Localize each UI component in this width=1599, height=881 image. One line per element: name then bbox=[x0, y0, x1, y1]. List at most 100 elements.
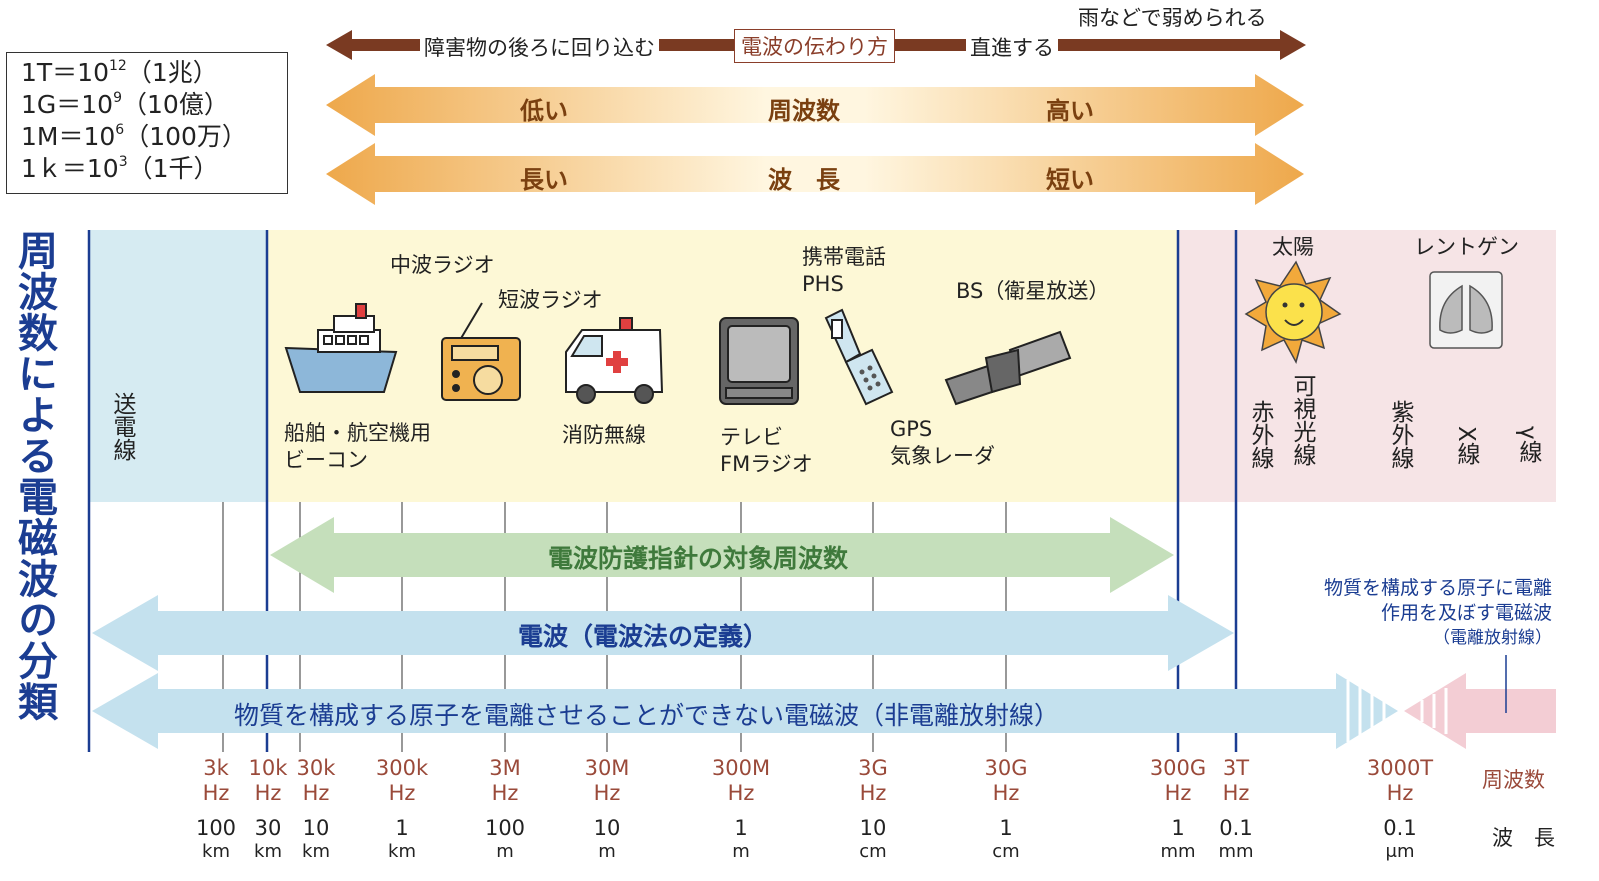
tick-frequency-unit: Hz bbox=[727, 781, 755, 805]
fire-radio-label: 消防無線 bbox=[562, 423, 646, 447]
radio-law-arrow bbox=[92, 595, 1234, 671]
tick-frequency-unit: Hz bbox=[202, 781, 230, 805]
tick-wavelength-unit: m bbox=[598, 841, 616, 862]
wavelength-arrow bbox=[326, 143, 1304, 205]
side-title: 周波数による電磁波の分類 bbox=[11, 230, 57, 722]
tick-frequency-value: 30G bbox=[984, 756, 1028, 780]
transition-stripes bbox=[1346, 680, 1386, 742]
wavelength-short-label: 短い bbox=[1046, 166, 1094, 194]
tick-wavelength-value: 0.1 bbox=[1383, 816, 1417, 840]
tick-frequency-unit: Hz bbox=[491, 781, 519, 805]
xray-label: X線 bbox=[1453, 426, 1479, 465]
xray-photo-label: レントゲン bbox=[1414, 235, 1519, 259]
tick-wavelength-unit: km bbox=[302, 841, 330, 862]
sw-radio-label: 短波ラジオ bbox=[498, 288, 603, 312]
tick-wavelength-unit: μm bbox=[1385, 841, 1415, 862]
tick-wavelength-value: 1 bbox=[999, 816, 1013, 840]
tick-wavelength-unit: km bbox=[254, 841, 282, 862]
tick-frequency-value: 300G bbox=[1149, 756, 1207, 780]
bs-label: BS（衛星放送） bbox=[956, 279, 1110, 303]
tick-wavelength-value: 100 bbox=[195, 816, 237, 840]
visible-light-label: 可視光線 bbox=[1289, 374, 1315, 466]
ship-icon bbox=[284, 303, 398, 393]
ambulance-icon bbox=[565, 317, 664, 404]
tick-frequency-unit: Hz bbox=[254, 781, 282, 805]
mobile-line2: PHS bbox=[802, 272, 844, 296]
tick-wavelength-value: 1 bbox=[734, 816, 748, 840]
tick-wavelength-unit: m bbox=[732, 841, 750, 862]
tick-frequency-value: 3000T bbox=[1366, 756, 1434, 780]
guideline-arrow-label: 電波防護指針の対象周波数 bbox=[548, 544, 849, 573]
tick-frequency-unit: Hz bbox=[593, 781, 621, 805]
mw-radio-label: 中波ラジオ bbox=[390, 253, 495, 277]
tick-wavelength-value: 1 bbox=[1171, 816, 1185, 840]
tick-wavelength-unit: mm bbox=[1160, 841, 1196, 862]
frequency-low-label: 低い bbox=[520, 97, 568, 125]
tick-frequency-unit: Hz bbox=[1386, 781, 1414, 805]
frequency-high-label: 高い bbox=[1046, 97, 1094, 125]
infrared-label: 赤外線 bbox=[1247, 400, 1273, 469]
unit-row-kilo: 1ｋ＝103（1千） bbox=[21, 154, 219, 183]
tick-wavelength-value: 100 bbox=[484, 816, 526, 840]
tick-frequency-value: 300M bbox=[711, 756, 771, 780]
tick-wavelength-unit: mm bbox=[1218, 841, 1254, 862]
radio-icon bbox=[441, 302, 521, 401]
tv-line: テレビ bbox=[720, 425, 783, 449]
tick-wavelength-unit: m bbox=[496, 841, 514, 862]
axis-frequency-label: 周波数 bbox=[1482, 768, 1545, 792]
ionizing-note-line3: （電離放射線） bbox=[1433, 628, 1552, 648]
power-line-label: 送電線 bbox=[109, 392, 135, 461]
tick-frequency-unit: Hz bbox=[1222, 781, 1250, 805]
gamma-label: γ線 bbox=[1515, 426, 1541, 463]
wavelength-long-label: 長い bbox=[520, 166, 568, 194]
tick-frequency-value: 10k bbox=[248, 756, 288, 780]
tick-wavelength-unit: km bbox=[388, 841, 416, 862]
tick-wavelength-value: 10 bbox=[593, 816, 621, 840]
tick-frequency-unit: Hz bbox=[859, 781, 887, 805]
frequency-arrow bbox=[326, 74, 1304, 136]
mobile-label: 携帯電話 PHS bbox=[802, 244, 886, 298]
fm-line: FMラジオ bbox=[720, 452, 813, 476]
tick-frequency-value: 300k bbox=[375, 756, 429, 780]
guideline-arrow bbox=[270, 517, 1174, 593]
tick-frequency-value: 3k bbox=[203, 756, 229, 780]
frequency-label: 周波数 bbox=[768, 97, 840, 125]
tv-icon bbox=[719, 317, 799, 405]
radar-line: 気象レーダ bbox=[890, 444, 995, 468]
unit-prefix-legend: 1T＝1012（1兆） 1G＝109（10億） 1M＝106（100万） 1ｋ＝… bbox=[6, 52, 288, 194]
tick-frequency-value: 3T bbox=[1222, 756, 1250, 780]
ionizing-note-line1: 物質を構成する原子に電離 bbox=[1323, 577, 1552, 599]
ship-beacon-line1: 船舶・航空機用 bbox=[284, 421, 431, 445]
gps-radar-label: GPS 気象レーダ bbox=[890, 416, 995, 470]
mobile-line1: 携帯電話 bbox=[802, 245, 886, 269]
radio-law-arrow-label: 電波（電波法の定義） bbox=[518, 622, 769, 651]
ship-beacon-label: 船舶・航空機用 ビーコン bbox=[284, 420, 431, 474]
tick-wavelength-value: 10 bbox=[302, 816, 330, 840]
tick-wavelength-value: 0.1 bbox=[1219, 816, 1253, 840]
non-ionizing-arrow-label: 物質を構成する原子を電離させることができない電磁波（非電離放射線） bbox=[234, 701, 1060, 730]
tick-frequency-unit: Hz bbox=[302, 781, 330, 805]
tick-wavelength-value: 1 bbox=[395, 816, 409, 840]
power-line-region bbox=[89, 230, 267, 502]
phone-icon bbox=[824, 308, 894, 406]
tick-frequency-unit: Hz bbox=[1164, 781, 1192, 805]
